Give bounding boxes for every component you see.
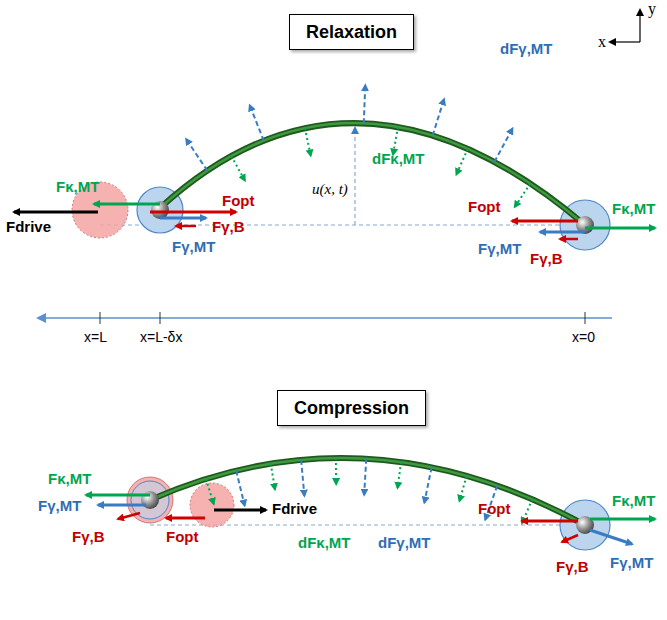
force-vector bbox=[515, 184, 531, 207]
force-label: Fγ,B bbox=[72, 528, 105, 546]
force-vector bbox=[494, 128, 512, 161]
displacement-label: u(x, t) bbox=[312, 180, 348, 198]
force-vector bbox=[301, 460, 304, 496]
position-label: x=L-δx bbox=[140, 328, 182, 346]
force-vector bbox=[186, 139, 207, 171]
force-label: dFγ,MT bbox=[378, 534, 431, 552]
panel-title: Relaxation bbox=[306, 22, 397, 42]
force-vector bbox=[335, 458, 337, 484]
force-vector bbox=[305, 128, 311, 155]
force-vector bbox=[250, 105, 264, 140]
force-label: Fγ,B bbox=[530, 250, 563, 268]
force-label: Fγ,B bbox=[212, 218, 245, 236]
panel-title-box: Relaxation bbox=[289, 14, 414, 50]
force-label: Fγ,MT bbox=[610, 554, 653, 572]
force-label: Fκ,MT bbox=[612, 200, 655, 218]
force-vector bbox=[459, 476, 466, 501]
force-vector bbox=[364, 85, 366, 123]
force-label: dFκ,MT bbox=[298, 534, 351, 552]
force-label: Fγ,MT bbox=[172, 238, 215, 256]
force-label: Fκ,MT bbox=[56, 178, 99, 196]
force-label: Fγ,MT bbox=[478, 240, 521, 258]
position-label: x=L bbox=[84, 328, 107, 346]
force-vector bbox=[236, 471, 244, 506]
force-label: dFγ,MT bbox=[500, 40, 553, 58]
force-vector bbox=[433, 99, 444, 135]
axis-label: y bbox=[648, 0, 656, 18]
panel-title-box: Compression bbox=[277, 390, 426, 426]
force-label: Fκ,MT bbox=[48, 470, 91, 488]
force-label: Fdrive bbox=[272, 500, 317, 518]
force-label: Fopt bbox=[222, 192, 254, 210]
panel-title: Compression bbox=[294, 398, 409, 418]
force-vector bbox=[206, 479, 214, 504]
force-label: Fγ,MT bbox=[38, 497, 81, 515]
position-label: x=0 bbox=[572, 328, 595, 346]
force-label: Fopt bbox=[478, 500, 510, 518]
force-label: Fopt bbox=[468, 198, 500, 216]
force-vector bbox=[231, 156, 245, 181]
axis-label: x bbox=[598, 33, 606, 51]
force-label: dFκ,MT bbox=[372, 150, 425, 168]
force-label: Fγ,B bbox=[556, 558, 589, 576]
force-label: Fopt bbox=[166, 528, 198, 546]
force-vector bbox=[424, 467, 431, 502]
force-vector bbox=[364, 459, 366, 495]
force-vector bbox=[271, 464, 275, 490]
force-label: Fκ,MT bbox=[612, 492, 655, 510]
force-vector bbox=[398, 462, 402, 488]
force-vector bbox=[456, 149, 467, 175]
force-label: Fdrive bbox=[6, 218, 51, 236]
